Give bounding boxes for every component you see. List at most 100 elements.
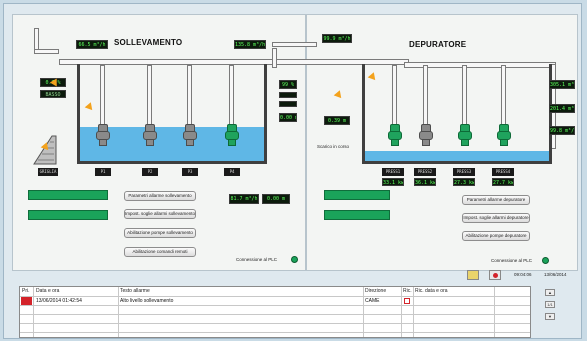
header-date-time: Data e ora (36, 288, 60, 294)
alarm-reset-icon[interactable] (489, 270, 501, 280)
alarm-table: Pri. Data e ora Testo allarme Direzione … (19, 286, 531, 338)
pump-pipe-1 (100, 65, 105, 125)
pump-value-press2: 36.1 kw (414, 178, 436, 186)
header-alarm-text: Testo allarme (120, 288, 150, 294)
section-title-sollevamento: SOLLEVAMENTO (114, 38, 183, 47)
right-readout-1: 305.1 m³/h (549, 80, 575, 89)
hmi-window: SOLLEVAMENTO DEPURATORE 66.5 m³/h 135.8 … (3, 3, 582, 339)
pump-label-press3: PRESS3 (453, 168, 475, 176)
column-divider (33, 287, 34, 337)
pump-label-press2: PRESS2 (414, 168, 436, 176)
scroll-up-button[interactable]: ▲ (545, 289, 555, 296)
inlet-pipe-horizontal (34, 49, 59, 54)
tank-sollevamento (77, 64, 267, 164)
pump-label-press1: PRESS1 (382, 168, 404, 176)
alarm-direction: CAME (365, 298, 380, 304)
header-priority: Pri. (22, 288, 30, 294)
level-label: BASSO (40, 90, 66, 98)
plc-status-indicator-right (542, 257, 549, 264)
grating-icon (33, 135, 57, 165)
pump-label-p3: P3 (182, 168, 198, 176)
pump-label-p4: P4 (224, 168, 240, 176)
pump-label-p2: P2 (142, 168, 158, 176)
pump-press4-icon[interactable] (497, 124, 511, 146)
column-divider (413, 287, 414, 337)
status-time: 09:04:06 (514, 272, 532, 277)
pump-press2-icon[interactable] (419, 124, 433, 146)
center-pipe-drop (272, 48, 277, 68)
flow-readout-lower-2: 0.00 m (262, 194, 290, 204)
right-pump-pipe-1 (392, 65, 397, 125)
button-soglie-allarmi-sollevamento[interactable]: Impost. soglie allarmi sollevamento (124, 209, 196, 219)
status-bar-right-1 (324, 190, 390, 200)
column-divider (118, 287, 119, 337)
level-readout: 0.7 % (40, 78, 66, 87)
scroll-down-button[interactable]: ▼ (545, 313, 555, 320)
table-row[interactable] (20, 332, 530, 341)
plc-connection-label-left: Connessione al PLC (236, 257, 278, 262)
mid-readout-1: 99 % (279, 80, 297, 89)
pump-label-press4: PRESS4 (492, 168, 514, 176)
column-divider (494, 287, 495, 337)
plc-status-indicator-left (291, 256, 298, 263)
right-readout-2: 201.4 m³/h (549, 104, 575, 113)
alarm-ack-icon[interactable] (467, 270, 479, 280)
flow-readout-1: 66.5 m³/h (76, 40, 108, 49)
button-soglie-allarmi-depuratore[interactable]: Impost. soglie allarmi depuratore (462, 213, 530, 223)
status-bar-left-2 (28, 210, 108, 220)
mid-readout-2: 0.00 m (279, 113, 297, 122)
water-level-right (365, 151, 549, 161)
alarm-date: 13/06/2014 01:42:54 (36, 298, 82, 304)
plc-connection-label-right: Connessione al PLC (491, 258, 533, 263)
section-title-depuratore: DEPURATORE (409, 40, 467, 49)
pump-p3-icon[interactable] (183, 124, 197, 146)
flow-readout-top-right: 99.9 m³/h (322, 34, 352, 43)
header-ack-date-time: Ric. data e ora (415, 288, 448, 294)
priority-indicator (21, 297, 32, 305)
header-ack: Ric. (403, 288, 412, 294)
column-divider (401, 287, 402, 337)
right-pump-pipe-3 (462, 65, 467, 125)
pump-value-press1: 33.1 kw (382, 178, 404, 186)
table-row[interactable]: 13/06/2014 01:42:54 Alto livello solleva… (20, 296, 530, 305)
flow-readout-2: 135.8 m³/h (234, 40, 266, 49)
flow-readout-lower-1: 81.7 m³/h (229, 194, 259, 204)
button-abilitazione-pompe-depuratore[interactable]: Abilitazione pompe depuratore (462, 231, 530, 241)
status-bar-left-1 (28, 190, 108, 200)
pump-p2-icon[interactable] (143, 124, 157, 146)
top-connector (272, 42, 317, 47)
right-level-readout: 0.39 m (324, 116, 350, 125)
status-bar-right-2 (324, 210, 390, 220)
status-date: 13/06/2014 (544, 272, 567, 277)
button-abilitazione-pompe-sollevamento[interactable]: Abilitazione pompe sollevamento (124, 228, 196, 238)
mid-indicator-a (279, 92, 297, 98)
pump-value-press4: 27.7 kw (492, 178, 514, 186)
button-parametri-allarme-depuratore[interactable]: Parametri allarme depuratore (462, 195, 530, 205)
table-row[interactable] (20, 323, 530, 332)
panel-depuratore (306, 14, 578, 271)
pump-pipe-2 (147, 65, 152, 125)
pump-press1-icon[interactable] (388, 124, 402, 146)
table-row[interactable] (20, 314, 530, 323)
pump-pipe-3 (187, 65, 192, 125)
table-row[interactable] (20, 305, 530, 314)
right-pump-pipe-2 (423, 65, 428, 125)
pump-press3-icon[interactable] (458, 124, 472, 146)
header-direction: Direzione (365, 288, 387, 294)
ack-checkbox[interactable] (404, 298, 410, 304)
pump-value-press3: 27.3 kw (453, 178, 475, 186)
alarm-text: Alto livello sollevamento (120, 298, 174, 304)
button-parametri-allarme-sollevamento[interactable]: Parametri allarme sollevamento (124, 191, 196, 201)
button-abilitazione-comandi-remoti[interactable]: Abilitazione comandi remoti (124, 247, 196, 257)
right-readout-3: 99.8 m³/h (549, 126, 575, 135)
pump-p1-icon[interactable] (96, 124, 110, 146)
column-divider (363, 287, 364, 337)
pump-p4-icon[interactable] (225, 124, 239, 146)
tank-depuratore (362, 64, 552, 164)
grating-label: GRIGLIA (38, 168, 58, 176)
sewage-status-label: Scarico in corso (317, 144, 350, 149)
right-pump-pipe-4 (501, 65, 506, 125)
page-indicator: 1/1 (545, 301, 555, 308)
pump-label-p1: P1 (95, 168, 111, 176)
mid-indicator-b (279, 101, 297, 107)
